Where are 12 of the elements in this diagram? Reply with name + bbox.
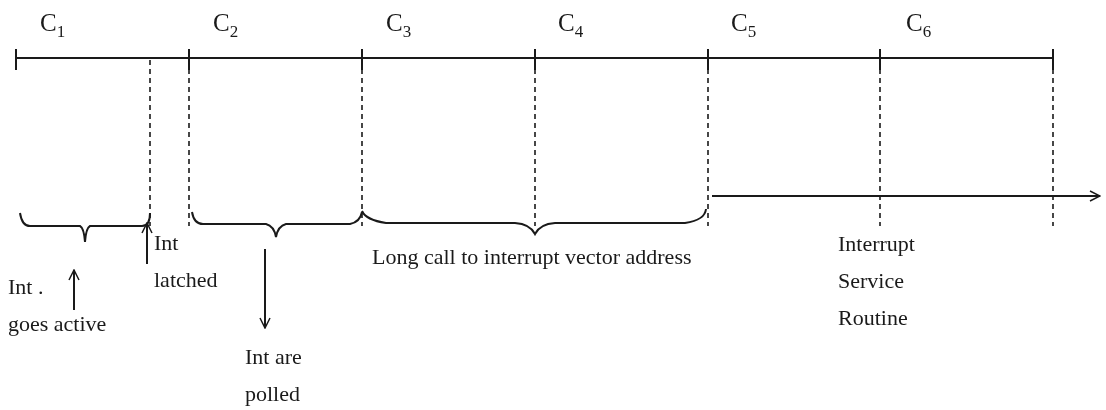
annotation-text: Int are polled bbox=[245, 343, 303, 408]
cycle-label: C$_{1}$ bbox=[40, 8, 66, 43]
cycle-label: C$_{6}$ bbox=[906, 8, 932, 43]
cycle-label: C$_{4}$ bbox=[558, 8, 584, 43]
annotation-text: Interrupt Service Routine bbox=[838, 230, 916, 332]
cycle-label: C$_{3}$ bbox=[386, 8, 412, 43]
annotation-text: Int latched bbox=[154, 229, 219, 294]
annotation-text: goes active bbox=[8, 310, 107, 338]
cycle-label: C$_{2}$ bbox=[213, 8, 239, 43]
cycle-label: C$_{5}$ bbox=[731, 8, 757, 43]
annotation-text: Long call to interrupt vector address bbox=[372, 243, 693, 271]
annotation-text: Int . bbox=[8, 273, 44, 301]
